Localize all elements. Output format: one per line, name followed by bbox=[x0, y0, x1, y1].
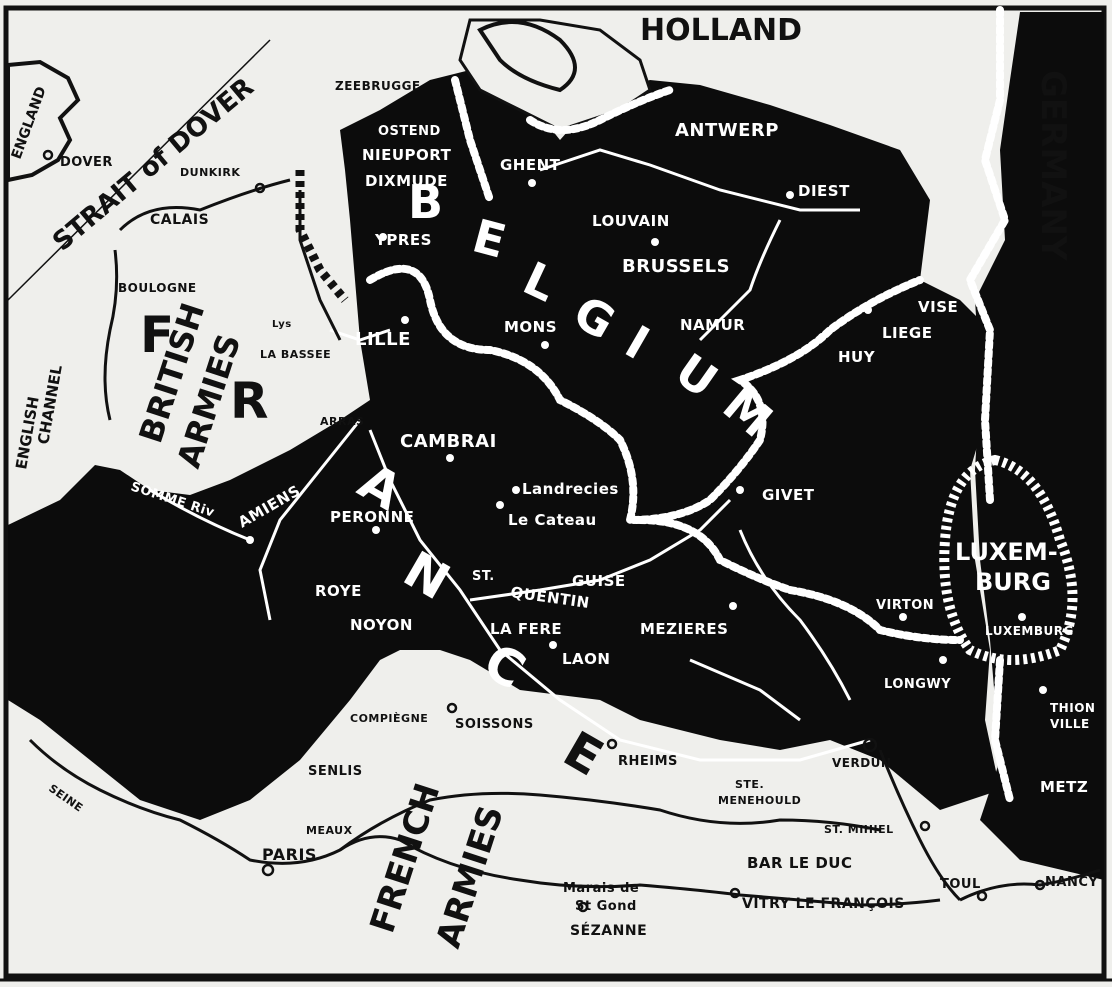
label-lecateau: Le Cateau bbox=[508, 511, 597, 529]
label-marais-2: St Gond bbox=[575, 899, 637, 914]
occupied-city-labels: ZEEBRUGGE OSTEND NIEUPORT DIXMUDE YPRES … bbox=[235, 79, 1095, 796]
luxemburg-border bbox=[939, 454, 1078, 665]
england-landmass bbox=[6, 59, 81, 183]
occupied-territory bbox=[8, 70, 1000, 820]
label-brussels: BRUSSELS bbox=[622, 256, 730, 277]
label-stemenehould-1: STE. bbox=[735, 778, 764, 791]
label-ostend: OSTEND bbox=[378, 124, 441, 139]
label-senlis: SENLIS bbox=[308, 764, 363, 779]
holland-label: HOLLAND bbox=[640, 13, 802, 48]
label-givet: GIVET bbox=[762, 486, 815, 504]
label-stmihiel: ST. MIHIEL bbox=[824, 823, 894, 836]
label-zeebrugge: ZEEBRUGGE bbox=[335, 79, 421, 93]
label-vitry: VITRY LE FRANÇOIS bbox=[742, 896, 905, 912]
label-roye: ROYE bbox=[315, 582, 362, 600]
label-antwerp: ANTWERP bbox=[675, 120, 779, 141]
label-louvain: LOUVAIN bbox=[592, 212, 670, 230]
label-namur: NAMUR bbox=[680, 316, 745, 334]
label-arras: ARRAS bbox=[320, 415, 364, 428]
label-metz: METZ bbox=[1040, 778, 1088, 796]
label-lafere: LA FERE bbox=[490, 620, 562, 638]
label-dunkirk: DUNKIRK bbox=[180, 166, 240, 179]
label-soissons: SOISSONS bbox=[455, 717, 534, 732]
label-diest: DIEST bbox=[798, 182, 850, 200]
label-landrecies: Landrecies bbox=[522, 480, 619, 498]
label-nieuport: NIEUPORT bbox=[362, 146, 452, 164]
label-mezieres: MEZIERES bbox=[640, 620, 728, 638]
luxemburg-region-1: LUXEM- bbox=[955, 538, 1058, 566]
belgium-letter-b: B bbox=[408, 175, 443, 229]
label-boulogne: BOULOGNE bbox=[118, 281, 197, 295]
label-nancy: NANCY bbox=[1045, 875, 1098, 890]
label-luxemburg: LUXEMBURG bbox=[985, 624, 1074, 638]
label-ypres: YPRES bbox=[374, 231, 432, 249]
label-thionville-1: THION bbox=[1050, 701, 1095, 715]
germany-label: GERMANY bbox=[1033, 70, 1073, 261]
strait-line bbox=[7, 39, 271, 301]
label-calais: CALAIS bbox=[150, 212, 209, 228]
label-dover: DOVER bbox=[60, 155, 113, 170]
label-barleduc: BAR LE DUC bbox=[747, 854, 852, 872]
label-sezanne: SÉZANNE bbox=[570, 922, 647, 939]
label-rheims: RHEIMS bbox=[618, 754, 678, 769]
label-liege: LIEGE bbox=[882, 324, 932, 342]
frontier-lines bbox=[366, 6, 1014, 804]
rivers-and-roads bbox=[149, 148, 871, 762]
label-cambrai: CAMBRAI bbox=[400, 431, 497, 452]
label-vise: VISE bbox=[918, 298, 958, 316]
luxemburg-region-2: BURG bbox=[975, 568, 1051, 596]
label-lille: LILLE bbox=[355, 329, 411, 350]
label-verdun: VERDUN bbox=[832, 756, 891, 770]
label-dixmude: DIXMUDE bbox=[365, 172, 448, 190]
label-compiegne: COMPIÈGNE bbox=[350, 712, 428, 725]
label-huy: HUY bbox=[838, 348, 876, 366]
label-virton: VIRTON bbox=[876, 598, 934, 613]
label-longwy: LONGWY bbox=[884, 677, 951, 692]
france-letter-f: F bbox=[140, 306, 174, 364]
lys-label: Lys bbox=[272, 319, 292, 330]
label-toul: TOUL bbox=[940, 877, 981, 892]
label-paris: PARIS bbox=[262, 845, 317, 864]
label-ghent: GHENT bbox=[500, 156, 561, 174]
label-laon: LAON bbox=[562, 650, 610, 668]
label-meaux: MEAUX bbox=[306, 824, 353, 837]
label-stemenehould-2: MENEHOULD bbox=[718, 794, 801, 807]
city-dots bbox=[246, 179, 1047, 694]
seine-label: SEINE bbox=[46, 782, 85, 815]
label-peronne: PERONNE bbox=[330, 508, 414, 526]
label-mons: MONS bbox=[504, 318, 557, 336]
label-stquentin-1: ST. bbox=[472, 569, 495, 584]
label-guise: GUISE bbox=[572, 572, 626, 590]
france-letter-r: R bbox=[230, 372, 269, 430]
free-city-labels: DOVER DUNKIRK CALAIS BOULOGNE LA BASSEE … bbox=[60, 155, 1098, 939]
label-labassee: LA BASSEE bbox=[260, 348, 331, 361]
south-city-dots bbox=[42, 149, 1046, 913]
label-thionville-2: VILLE bbox=[1050, 717, 1090, 731]
label-marais-1: Marais de bbox=[563, 881, 639, 896]
western-front bbox=[295, 170, 349, 303]
label-noyon: NOYON bbox=[350, 616, 413, 634]
zeeland-coast bbox=[477, 20, 577, 93]
